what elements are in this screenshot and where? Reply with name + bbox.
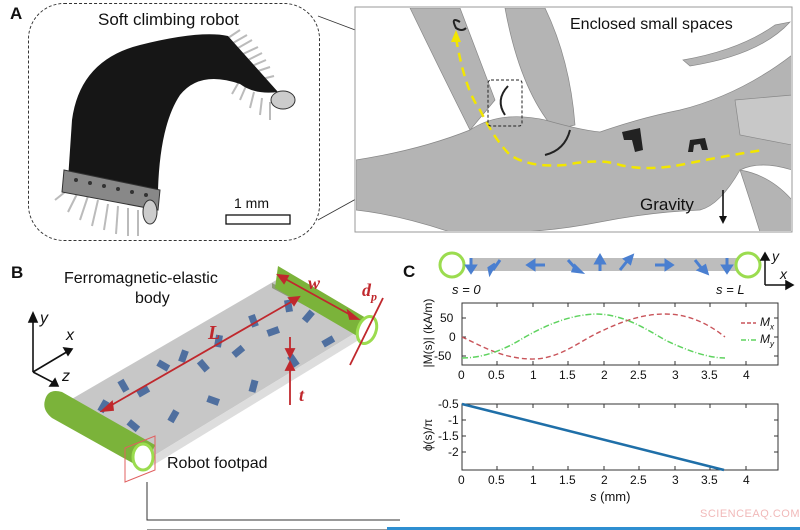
scale-bar-label: 1 mm — [234, 195, 269, 211]
m-xtick: 0 — [458, 368, 465, 382]
c-axis-y-label: y — [772, 248, 779, 264]
dim-dp-sub: p — [371, 289, 377, 304]
climbing-path — [454, 37, 764, 170]
panel-a-letter: A — [10, 4, 23, 23]
mx-series — [461, 313, 726, 360]
axis-x-label: x — [66, 327, 74, 344]
m-xtick: 0.5 — [488, 368, 505, 382]
robot-inset-frame — [28, 3, 320, 241]
enclosed-space-scene — [354, 6, 793, 233]
xy-axes-icon — [759, 251, 795, 291]
dimension-arrows — [99, 273, 384, 413]
phi-xtick: 2 — [601, 473, 608, 487]
dim-dp-main: d — [362, 280, 371, 300]
legend-my-main: M — [760, 332, 770, 346]
robot-illustration — [54, 29, 296, 236]
scale-bar — [225, 214, 291, 225]
left-rod-end-icon — [438, 251, 466, 279]
m-ytick: -50 — [434, 349, 452, 363]
legend-my: My — [760, 332, 774, 348]
phi-xlabel: s (mm) — [590, 489, 630, 504]
panel-b-letter: B — [11, 263, 24, 282]
phi-ylabel: ϕ(s)/π — [421, 418, 435, 452]
m-ylabel: |M(s)| (kA/m) — [421, 298, 435, 368]
phi-xtick: 4 — [743, 473, 750, 487]
magnetization-strip-diagram — [438, 251, 795, 291]
robot-model-diagram — [27, 266, 400, 530]
xlabel-unit: (mm) — [596, 489, 631, 504]
phi-series — [461, 402, 725, 472]
my-series — [461, 313, 726, 359]
phi-xtick: 1.5 — [559, 473, 576, 487]
s0-label: s = 0 — [452, 282, 481, 297]
phi-xtick: 2.5 — [630, 473, 647, 487]
m-xtick: 4 — [743, 368, 750, 382]
legend-mx-main: M — [760, 315, 770, 329]
footpad-rod-end-icon — [131, 442, 155, 472]
phi-xtick: 0 — [458, 473, 465, 487]
xlabel-s: s — [590, 489, 597, 504]
phi-ytick: -0.5 — [438, 397, 459, 411]
axis-y-label: y — [40, 310, 48, 327]
m-xtick: 1 — [530, 368, 537, 382]
m-ytick: 0 — [449, 330, 456, 344]
dim-t-label: t — [299, 385, 305, 405]
m-xtick: 2 — [601, 368, 608, 382]
footpad-label: Robot footpad — [167, 455, 268, 472]
watermark: SCIENCEAQ.COM — [700, 508, 800, 520]
phi-xtick: 3.5 — [701, 473, 718, 487]
m-xtick: 3.5 — [701, 368, 718, 382]
m-xtick: 2.5 — [630, 368, 647, 382]
xyz-axes-icon — [27, 311, 74, 387]
dim-dp-label: dp — [362, 280, 377, 305]
phi-xtick: 0.5 — [488, 473, 505, 487]
gravity-label: Gravity — [640, 195, 694, 214]
m-xtick: 1.5 — [559, 368, 576, 382]
right-rod-end-icon — [734, 251, 762, 279]
path-arrowhead-icon — [451, 30, 461, 42]
bottom-accent-line — [387, 527, 800, 530]
scene-title: Enclosed small spaces — [570, 16, 733, 33]
dim-w-label: w — [308, 273, 321, 293]
robot-inset-title: Soft climbing robot — [98, 10, 239, 29]
legend-mx-sub: x — [770, 322, 774, 332]
legend-mx: Mx — [760, 315, 774, 331]
c-axis-x-label: x — [780, 266, 787, 282]
magnetization-arrows-icon — [464, 252, 734, 278]
phi-xtick: 1 — [530, 473, 537, 487]
sL-label: s = L — [716, 282, 745, 297]
phi-ytick: -1.5 — [438, 429, 459, 443]
panel-c-letter: C — [403, 262, 416, 281]
phi-ytick: -1 — [448, 413, 459, 427]
body-label-line2: body — [135, 290, 170, 307]
m-ytick: 50 — [440, 311, 454, 325]
axis-z-label: z — [62, 368, 70, 385]
body-label-line1: Ferromagnetic-elastic — [64, 270, 218, 287]
m-xtick: 3 — [672, 368, 679, 382]
legend-my-sub: y — [770, 339, 774, 349]
dim-L-label: L — [208, 322, 221, 344]
highlight-box — [487, 79, 523, 127]
phi-xtick: 3 — [672, 473, 679, 487]
phi-ytick: -2 — [448, 445, 459, 459]
